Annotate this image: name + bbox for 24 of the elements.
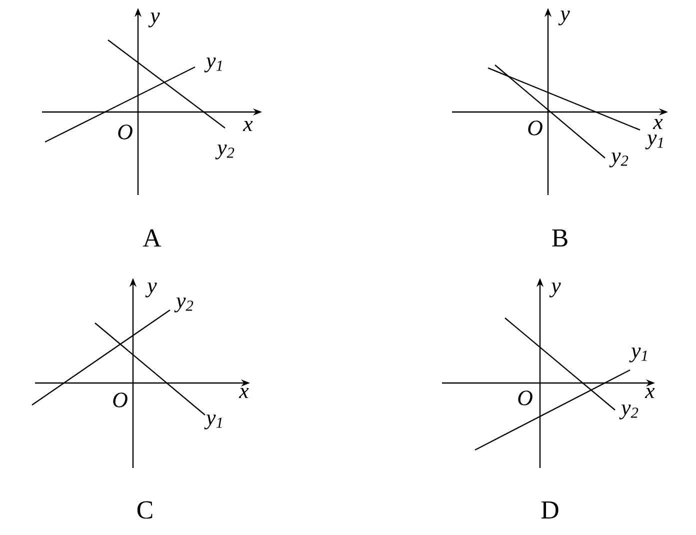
panel-label: C	[137, 501, 152, 519]
axis-label: y	[549, 282, 561, 298]
axis-label: x	[652, 118, 663, 130]
panel-label: B	[552, 229, 568, 246]
axis-label: y$_{1}$	[645, 134, 663, 150]
axis-label: y$_{2}$	[609, 152, 628, 168]
axis-label: O	[518, 390, 532, 406]
axis-label: y$_{2}$	[215, 144, 234, 160]
axis-label: y	[145, 282, 157, 298]
axis-label: y$_{1}$	[204, 414, 222, 430]
panel-label: D	[541, 501, 558, 518]
axis-label: x	[644, 388, 655, 398]
axis-label: y	[148, 12, 160, 28]
axis-label: O	[113, 392, 128, 408]
axis-label: x	[242, 120, 253, 132]
axis-label: O	[528, 120, 542, 136]
panel-label: A	[142, 229, 162, 247]
axis-label: y$_{2}$	[619, 404, 638, 420]
axis-label: y	[558, 10, 570, 26]
axis-label: x	[238, 388, 249, 398]
axis-label: y$_{1}$	[204, 58, 222, 72]
axis-label: y$_{2}$	[174, 298, 194, 312]
axis-label: y$_{1}$	[629, 348, 647, 362]
axis-label: O	[118, 124, 132, 140]
